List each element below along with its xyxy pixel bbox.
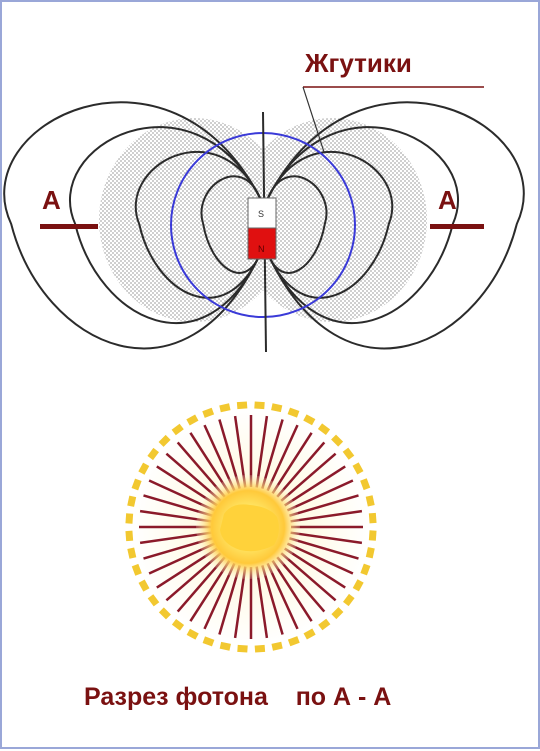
pole-north-label: N xyxy=(258,244,265,254)
section-line-left xyxy=(40,224,98,229)
magnet-field-figure: S N А А Жгутики xyxy=(4,48,524,352)
caption: Разрез фотона по А - А xyxy=(84,683,391,711)
ring-dash xyxy=(220,642,231,651)
ring-dash xyxy=(366,547,375,558)
ring-dash xyxy=(254,401,264,409)
ring-dash xyxy=(369,513,377,523)
section-label-right: А xyxy=(438,185,457,215)
ring-dash xyxy=(255,645,265,653)
ring-dash xyxy=(125,531,133,541)
bar-magnet: S N xyxy=(248,198,276,259)
photon-cross-section xyxy=(125,401,376,652)
section-label-left: А xyxy=(42,185,61,215)
ring-dash xyxy=(125,513,133,523)
ring-dash xyxy=(127,547,136,558)
ring-dash xyxy=(366,495,375,506)
pole-south-label: S xyxy=(258,209,264,219)
ring-dash xyxy=(271,403,282,412)
section-line-right xyxy=(430,224,484,229)
ring-dash xyxy=(219,403,230,412)
ring-dash xyxy=(237,645,247,653)
ring-dash xyxy=(237,401,247,409)
photon-core xyxy=(220,504,279,551)
ring-dash xyxy=(271,642,282,651)
ring-dash xyxy=(369,530,377,540)
ring-dash xyxy=(127,496,136,507)
strands-label: Жгутики xyxy=(304,48,412,78)
